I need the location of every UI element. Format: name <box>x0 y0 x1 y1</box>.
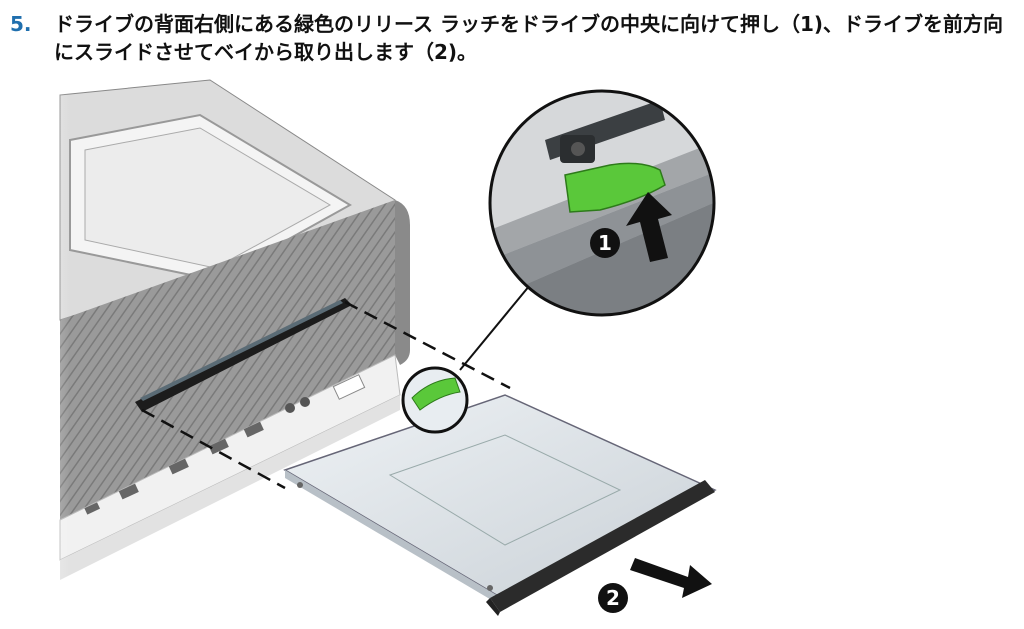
callout-1: 1 <box>590 228 620 258</box>
callout-2: 2 <box>598 583 628 613</box>
step-text: ドライブの背面右側にある緑色のリリース ラッチをドライブの中央に向けて押し（1)… <box>54 12 1004 64</box>
zoom-detail-circle <box>488 89 716 317</box>
slide-out-arrow <box>630 558 712 598</box>
computer-chassis <box>0 79 410 600</box>
callout-2-label: 2 <box>606 586 620 610</box>
callout-connector <box>459 284 531 371</box>
latch-highlight-circle <box>401 366 469 434</box>
callout-1-label: 1 <box>598 231 612 255</box>
step-number: 5. <box>10 12 32 36</box>
guide-lines <box>141 300 511 490</box>
